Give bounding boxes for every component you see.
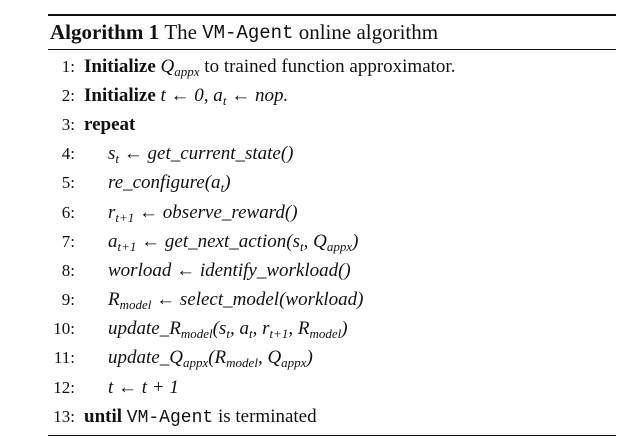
algorithm-line-5: 5: re_configure(at) [48,169,616,198]
line-number: 10: [53,319,75,339]
math-expression: re_configure(at) [108,172,231,196]
top-rule [48,14,616,16]
line-number: 3: [61,114,75,134]
algorithm-line-2: 2: Initialize t ← 0, at ← nop. [48,81,616,110]
line-number: 9: [61,290,75,310]
header-prefix: The [164,20,197,44]
header-rule [48,49,616,50]
header-suffix: online algorithm [298,20,439,44]
math-symbol: Qappx [160,55,200,79]
line-number: 7: [61,231,75,251]
algorithm-line-12: 12: t ← t + 1 [48,373,616,402]
math-expression: Rmodel ← select_model(workload) [108,289,364,313]
math-expression: update_Qappx(Rmodel, Qappx) [108,347,313,371]
line-number: 6: [61,202,75,222]
math-expression: st ← get_current_state() [108,143,294,167]
algorithm-line-13: 13: until VM-Agent is terminated [48,402,616,431]
keyword: until [84,405,123,427]
line-number: 1: [61,56,75,76]
algorithm-line-6: 6: rt+1 ← observe_reward() [48,198,616,227]
line-text: to trained function approximator. [204,55,456,77]
math-expression: t ← t + 1 [108,376,179,398]
line-number: 2: [61,85,75,105]
algorithm-line-10: 10: update_Rmodel(st, at, rt+1, Rmodel) [48,315,616,344]
algorithm-line-4: 4: st ← get_current_state() [48,140,616,169]
keyword: repeat [84,113,136,135]
math-expression: at+1 ← get_next_action(st, Qappx) [108,230,359,254]
bottom-rule [48,435,616,437]
keyword: Initialize [84,55,156,77]
algorithm-line-9: 9: Rmodel ← select_model(workload) [48,286,616,315]
line-number: 11: [53,348,75,368]
agent-name: VM-Agent [126,407,214,428]
algorithm-line-1: 1: Initialize Qappx to trained function … [48,52,616,81]
math-expression: rt+1 ← observe_reward() [108,201,298,225]
keyword: Initialize [84,84,156,106]
line-number: 8: [61,260,75,280]
math-expression: t ← 0, at ← nop. [160,84,289,108]
algorithm-line-8: 8: worload ← identify_workload() [48,256,616,285]
algorithm-body: 1: Initialize Qappx to trained function … [48,50,616,435]
algorithm-box: Algorithm 1 The VM-Agent online algorith… [48,14,616,437]
math-expression: update_Rmodel(st, at, rt+1, Rmodel) [108,318,348,342]
algorithm-line-7: 7: at+1 ← get_next_action(st, Qappx) [48,227,616,256]
algorithm-line-3: 3: repeat [48,110,616,139]
algorithm-header: Algorithm 1 The VM-Agent online algorith… [48,16,616,49]
line-number: 4: [61,144,75,164]
header-agent-name: VM-Agent [202,21,294,44]
line-number: 12: [53,377,75,397]
algorithm-label: Algorithm 1 [50,20,160,44]
line-number: 13: [53,406,75,426]
algorithm-line-11: 11: update_Qappx(Rmodel, Qappx) [48,344,616,373]
line-number: 5: [61,173,75,193]
line-text: is terminated [217,405,317,427]
math-expression: worload ← identify_workload() [108,259,351,281]
